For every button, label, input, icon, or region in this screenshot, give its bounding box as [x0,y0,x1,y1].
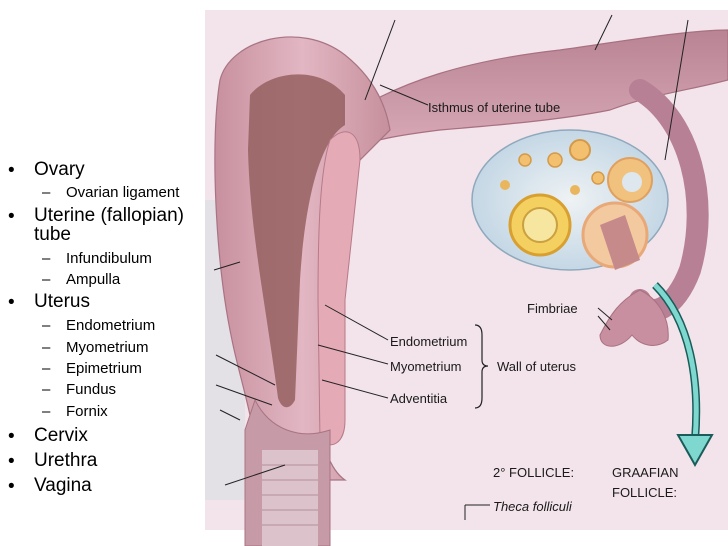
label-adventitia: Adventitia [390,391,448,406]
label-isthmus: Isthmus of uterine tube [428,100,560,115]
label-fimbriae: Fimbriae [527,301,578,316]
bullet-label: Uterine (fallopian) [34,205,184,226]
bullet-dot: • [8,206,15,227]
bullet-dot: • [8,476,15,497]
label-theca-folliculi: Theca folliculi [493,499,573,514]
label-myometrium: Myometrium [390,359,462,374]
vagina [262,450,318,546]
label-graafian-line2: FOLLICLE: [612,485,677,500]
label-secondary-follicle: 2° FOLLICLE: [493,465,574,480]
label-graafian-line1: GRAAFIAN [612,465,678,480]
bullet-dot: • [8,426,15,447]
bullet-label: Cervix [34,425,88,446]
bullet-label: Uterus [34,291,90,312]
bullet-label: Urethra [34,450,98,471]
bullet-dot: • [8,292,15,313]
bullet-dot: • [8,451,15,472]
bullet-dot: • [8,160,15,181]
uterine-tube [339,29,728,151]
uterine-cavity [248,74,345,408]
label-endometrium: Endometrium [390,334,467,349]
arrow-head [676,434,714,468]
label-wall-of-uterus: Wall of uterus [497,359,576,374]
anatomy-diagram: Isthmus of uterine tube Fimbriae Endomet… [205,10,728,546]
wall-bracket [474,324,489,409]
bullet-label: Ovary [34,159,85,180]
bullet-label: Vagina [34,475,92,496]
bullet-outline: • Ovary – Ovarian ligament • Uterine (fa… [8,159,184,498]
follicles [500,139,653,270]
leader-lines [213,14,689,520]
fimbriae-shape [599,289,669,347]
